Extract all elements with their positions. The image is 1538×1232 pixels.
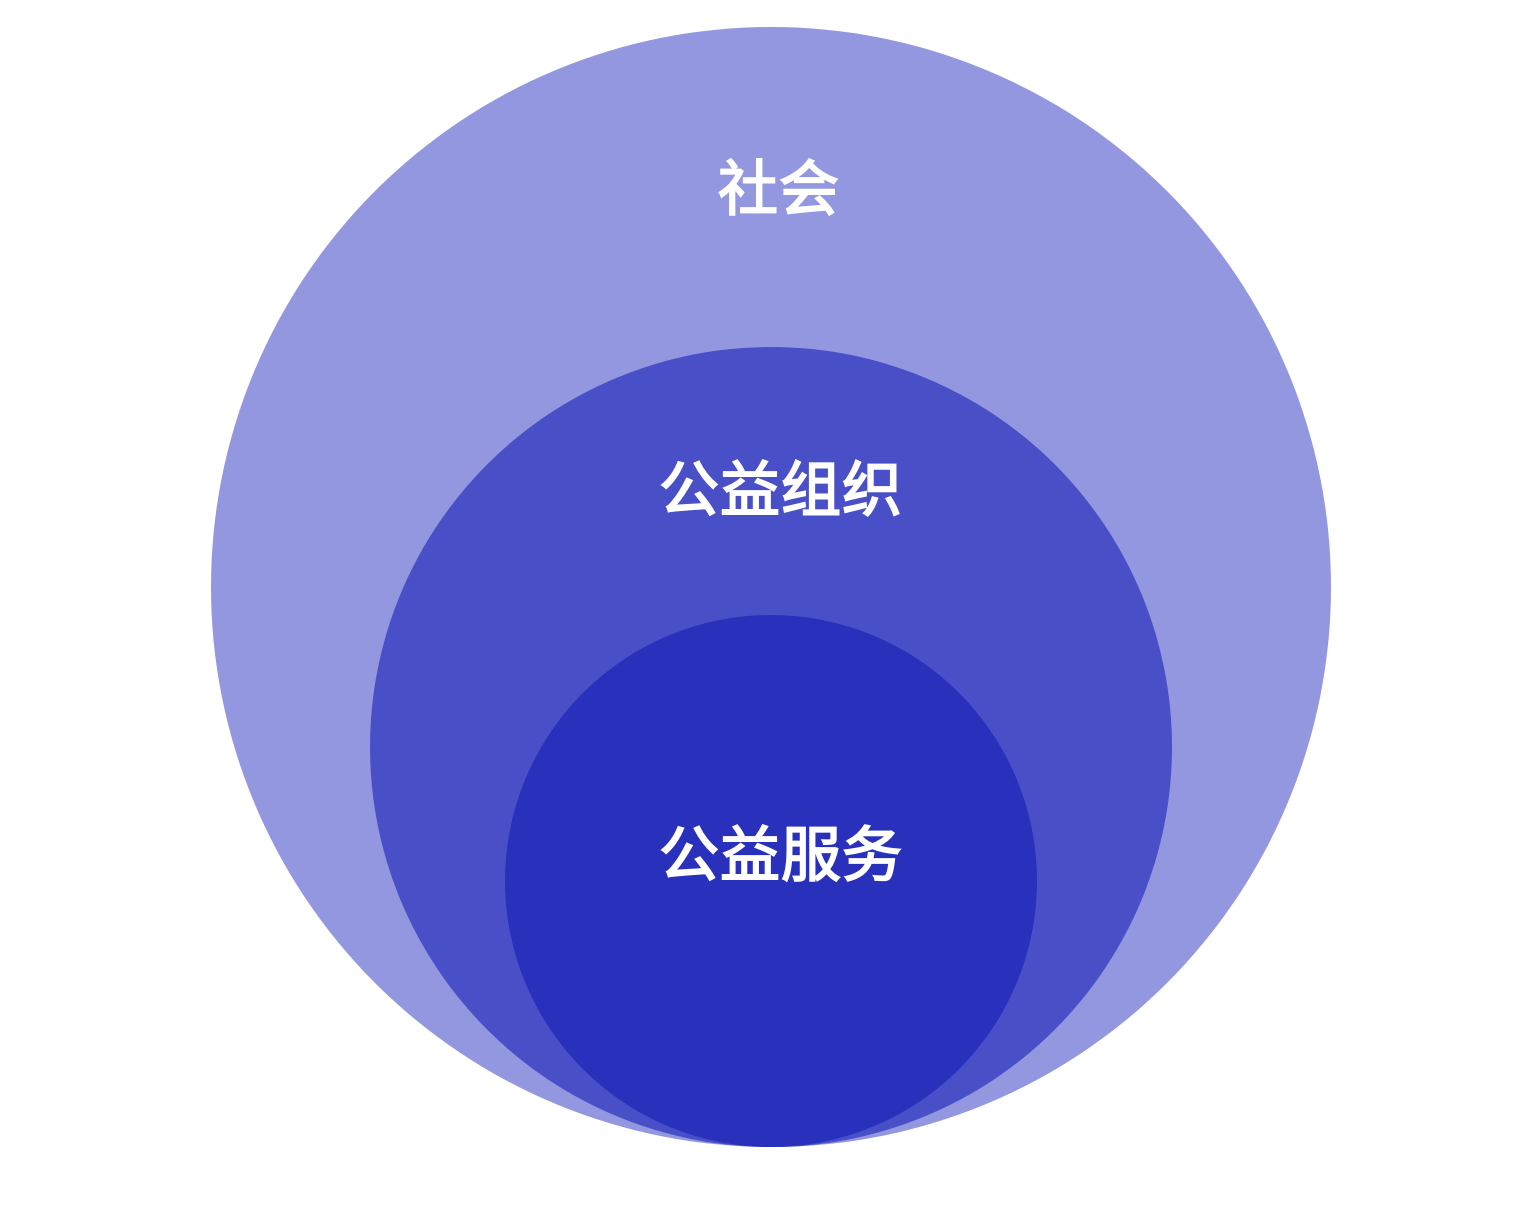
- nonprofit-organization-label: 公益组织: [659, 456, 903, 526]
- public-service-circle: [505, 615, 1037, 1147]
- public-service-label: 公益服务: [659, 821, 903, 891]
- society-label: 社会: [718, 155, 840, 225]
